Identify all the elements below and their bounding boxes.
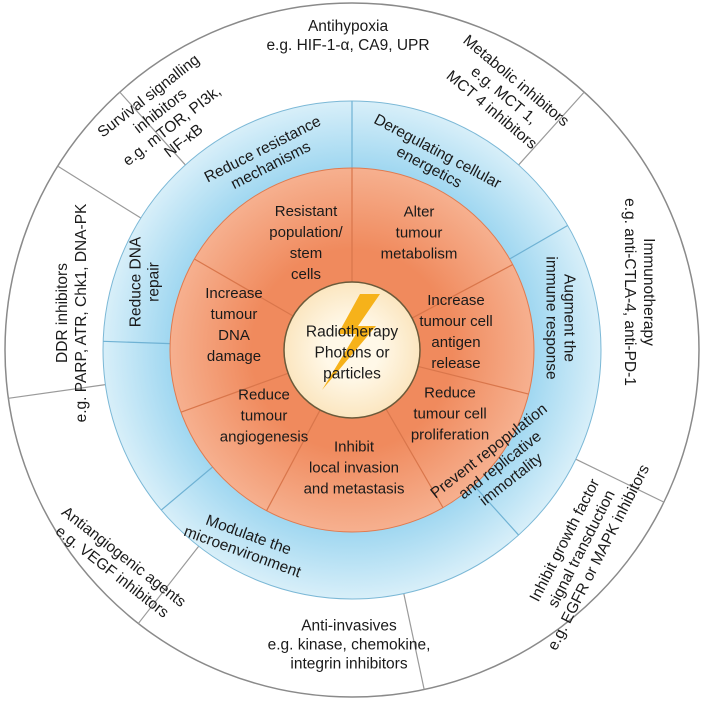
core-label-line: Photons or <box>315 344 390 361</box>
inner-segment-label-line: release <box>431 355 480 372</box>
outer-segment-label-line: integrin inhibitors <box>290 656 407 673</box>
middle-segment-label-line: Reduce DNA <box>127 236 144 327</box>
lightning-bolt-icon <box>322 294 380 390</box>
outer-ring-dividers <box>8 91 665 690</box>
outer-divider-6 <box>8 384 106 399</box>
inner-divider-5 <box>266 409 321 511</box>
core-label-line: particles <box>323 365 381 382</box>
inner-segment-label-line: tumour cell <box>419 313 492 330</box>
inner-segment-label-line: tumour <box>396 224 443 241</box>
outer-segment-label: Immunotherapye.g. anti-CTLA-4, anti-PD-1 <box>621 198 657 386</box>
middle-segment-label: Augment theimmune response <box>543 256 578 379</box>
outer-divider-7 <box>57 165 142 219</box>
outer-segment-label-line: e.g. anti-CTLA-4, anti-PD-1 <box>621 198 638 386</box>
inner-segment-label-line: Resistant <box>275 203 338 220</box>
outer-segment-label: Antihypoxia e.g. HIF-1-α, CA9, UPR <box>266 18 429 54</box>
inner-divider-4 <box>385 408 444 508</box>
inner-segment-label-line: Increase <box>427 292 485 309</box>
inner-segment-label-line: local invasion <box>309 459 399 476</box>
inner-segment-label-line: Inhibit <box>334 438 375 455</box>
inner-segment-label: Resistant population/stem cells <box>269 203 343 283</box>
inner-segment-label-line: cells <box>291 266 321 283</box>
inner-segment-label-line: and metastasis <box>304 480 405 497</box>
inner-segment-label-line: tumour cell <box>413 405 486 422</box>
inner-segment-label-line: population/ <box>269 224 343 241</box>
inner-divider-6 <box>180 372 289 413</box>
inner-segment-label-line: Increase <box>205 285 263 302</box>
middle-segment-label: Reduce DNArepair <box>127 236 162 327</box>
inner-segment-label-line: tumour <box>211 306 258 323</box>
middle-segment-label-line: repair <box>145 262 162 302</box>
inner-segment-label-line: Reduce <box>424 384 476 401</box>
inner-segment-label-line: antigen <box>431 334 480 351</box>
inner-divider-7 <box>194 258 294 317</box>
core-label-line: Radiotherapy <box>306 323 398 340</box>
middle-ring-dividers <box>103 101 568 536</box>
middle-segment-label-line: Augment the <box>561 274 578 362</box>
middle-segment-label-line: immune response <box>543 256 560 379</box>
inner-segment-label: Increase tumour cell antigen release <box>419 292 492 372</box>
middle-divider-4 <box>160 466 213 511</box>
outer-segment-label-line: DDR inhibitors <box>54 263 71 363</box>
inner-segment-label-line: damage <box>207 348 261 365</box>
inner-segment-label-line: metabolism <box>381 245 458 262</box>
middle-divider-5 <box>103 340 171 345</box>
outer-divider-2 <box>518 91 585 166</box>
outer-segment-label-line: Antihypoxia <box>308 18 389 35</box>
inner-segment-label-line: tumour <box>241 407 288 424</box>
middle-divider-2 <box>509 224 568 260</box>
inner-divider-2 <box>411 264 513 319</box>
outer-divider-4 <box>403 593 425 690</box>
outer-segment-label-line: Anti-invasives <box>301 618 397 635</box>
outer-divider-5 <box>137 545 200 624</box>
inner-segment-label-line: Reduce <box>238 386 290 403</box>
middle-divider-3 <box>473 484 520 536</box>
outer-segment-label-line: e.g. PARP, ATR, Chk1, DNA-PK <box>73 203 90 422</box>
outer-divider-1 <box>119 91 186 166</box>
outer-divider-3 <box>575 458 665 503</box>
outer-segment-label-line: e.g. HIF-1-α, CA9, UPR <box>266 37 429 54</box>
inner-segment-label: Reduce tumour angiogenesis <box>220 386 308 445</box>
outer-segment-label: Anti-invasives e.g. kinase, chemokine, int… <box>268 618 431 673</box>
inner-segment-label-line: DNA <box>218 327 250 344</box>
inner-segment-label: Inhibit local invasion and metastasis <box>304 438 405 497</box>
inner-segment-label-line: angiogenesis <box>220 428 308 445</box>
inner-segment-label-line: stem <box>290 245 323 262</box>
inner-segment-label-line: Alter <box>404 203 435 220</box>
inner-ring-dividers <box>180 168 529 511</box>
outer-segment-label-line: Immunotherapy <box>640 238 657 346</box>
inner-divider-3 <box>417 365 529 395</box>
inner-segment-label: Alter tumour metabolism <box>381 203 458 262</box>
inner-segment-label-line: proliferation <box>411 426 489 443</box>
outer-segment-label-line: e.g. kinase, chemokine, <box>268 637 431 654</box>
inner-segment-label: Reduce tumour cell proliferation <box>411 384 489 443</box>
